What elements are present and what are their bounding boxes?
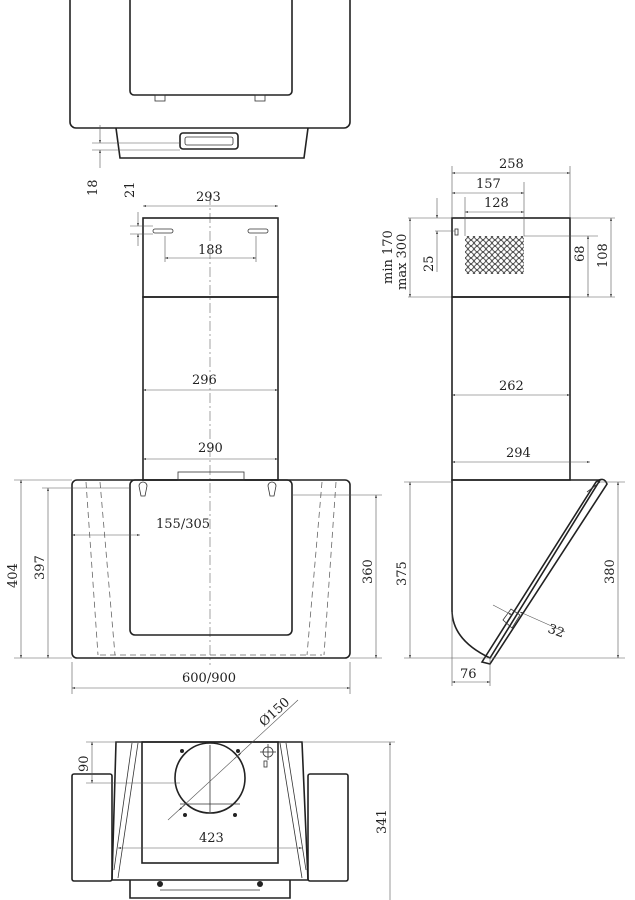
dim-76-label: 76 [460,667,477,682]
screw [257,881,263,887]
screw [157,881,163,887]
dim-32-label: 32 [546,622,567,642]
vent-grille [465,236,524,274]
dim-68-label: 68 [573,245,588,262]
control-panel-inner [184,136,234,146]
dim-157-label: 157 [476,177,501,192]
dim-341-label: 341 [375,809,390,834]
top-bracket [177,471,245,481]
side-panels [113,742,307,879]
hood-side-body [451,479,602,660]
marker [454,228,459,236]
dim-max-label: max 300 [395,234,410,290]
dim-90-label: 90 [77,755,92,772]
bottom-view: Ø150 90 423 341 [71,695,395,900]
mounting-hole [138,481,148,497]
dim-arrow [519,611,566,633]
foot [154,94,166,102]
diameter-leader [167,699,299,821]
glass-panel-side [480,478,608,665]
hidden-lines [85,481,337,656]
dim-155-305-label: 155/305 [156,517,210,532]
screw [233,813,237,817]
dim-258-label: 258 [499,157,524,172]
dim-375-label: 375 [395,561,410,586]
side-view: 258 157 128 min 170 max 300 25 68 108 26… [381,157,625,686]
hood-body [71,479,351,659]
screw [180,749,184,753]
hinge [502,481,601,629]
bracket-slot [247,228,269,234]
screw [236,749,240,753]
glass-panel [129,479,293,636]
dim-arrow [492,604,513,616]
outlet-circle [174,742,246,814]
dim-600-900-label: 600/900 [182,671,236,686]
bracket-slot [152,228,174,234]
hood-outline [69,0,351,129]
dim-293-label: 293 [196,190,221,205]
motor-plate [141,741,279,864]
dim-296-label: 296 [192,373,217,388]
crosshair-icon [260,744,276,768]
dim-397-label: 397 [33,555,48,580]
glass-panel [129,0,293,96]
dim-290-label: 290 [198,441,223,456]
dim-188-label: 188 [198,243,223,258]
front-panel-edge [129,880,291,899]
dim-294-label: 294 [506,446,531,461]
dim-18-label: 18 [86,179,101,196]
dim-360-label: 360 [361,559,376,584]
dim-25-label: 25 [422,255,437,272]
dim-380-label: 380 [603,559,618,584]
dim-423-label: 423 [199,831,224,846]
foot [254,94,266,102]
dim-262-label: 262 [499,379,524,394]
mounting-hole [267,481,277,497]
control-panel [179,132,239,150]
right-wing [307,773,349,882]
dim-arrow [178,803,187,811]
top-view: 18 [69,0,351,196]
left-wing [71,773,113,882]
front-view: 21 293 188 296 290 155/305 600/900 404 3… [6,181,382,694]
dim-arrow [233,752,242,760]
dim-min-label: min 170 [381,230,396,284]
dim-404-label: 404 [6,563,21,588]
dim-128-label: 128 [484,196,509,211]
dim-21-label: 21 [123,181,138,198]
dim-150-label: Ø150 [257,695,293,730]
dim-108-label: 108 [596,243,611,268]
screw [183,813,187,817]
